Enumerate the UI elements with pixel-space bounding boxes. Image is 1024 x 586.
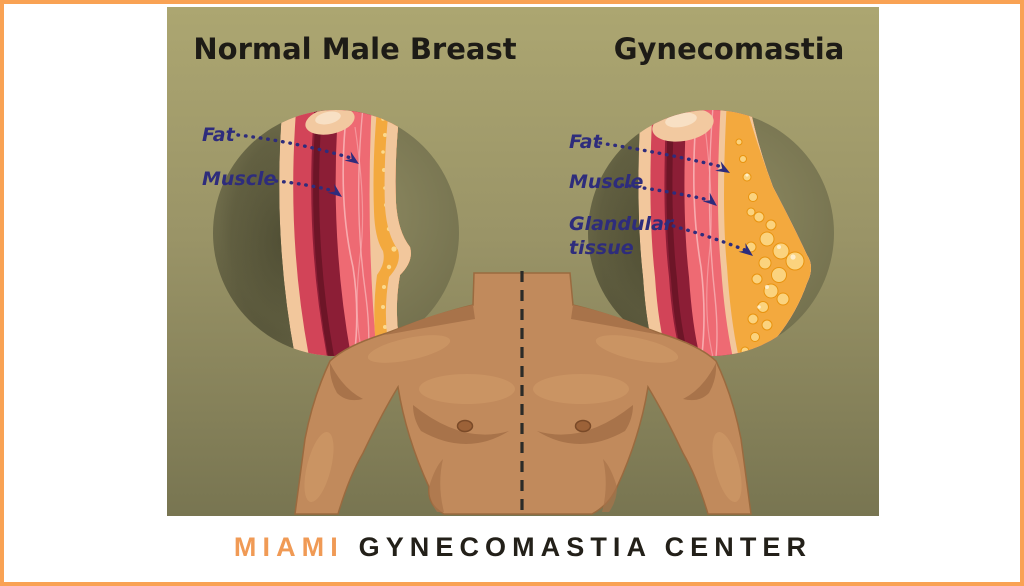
comparison-panel: Normal Male Breast Gynecomastia <box>167 7 879 516</box>
right-fat-arrow-icon <box>715 161 730 173</box>
left-nipple <box>456 419 474 433</box>
left-fat-label: Fat <box>202 124 236 146</box>
right-muscle-label: Muscle <box>569 171 644 193</box>
left-annotations: Fat Muscle <box>202 124 359 197</box>
torso-shading <box>329 305 717 512</box>
right-glandular-leader-line <box>664 222 747 252</box>
right-glandular-arrow-icon <box>738 243 753 256</box>
right-glandular-label-line2: tissue <box>569 237 634 259</box>
right-annotations: Fat Muscle Glandular tissue <box>569 131 753 259</box>
right-fat-label: Fat <box>569 131 603 153</box>
right-section-title: Gynecomastia <box>614 32 845 66</box>
footer-brand-secondary: GYNECOMASTIA CENTER <box>358 531 813 562</box>
left-fat-leader-line <box>236 133 353 160</box>
right-muscle-arrow-icon <box>702 192 717 206</box>
left-muscle-arrow-icon <box>327 184 342 197</box>
right-muscle-leader-line <box>620 183 711 202</box>
left-muscle-label: Muscle <box>202 168 277 190</box>
gynecomastia-magnifier-circle <box>588 110 834 356</box>
right-glandular-label-line1: Glandular <box>569 213 675 235</box>
left-muscle-leader-line <box>274 179 336 193</box>
right-nipple <box>574 419 592 433</box>
left-fat-arrow-icon <box>344 151 359 164</box>
right-fat-leader-line <box>598 141 725 169</box>
footer-brand-primary: MIAMI <box>233 531 344 562</box>
torso-highlights <box>304 335 742 503</box>
footer-brand: MIAMI GYNECOMASTIA CENTER <box>167 516 879 578</box>
normal-breast-magnifier-circle <box>213 110 459 356</box>
left-section-title: Normal Male Breast <box>193 32 516 66</box>
gland-highlights <box>745 173 796 309</box>
comparison-illustration: Normal Male Breast Gynecomastia <box>167 7 879 516</box>
male-torso-illustration <box>294 271 752 515</box>
